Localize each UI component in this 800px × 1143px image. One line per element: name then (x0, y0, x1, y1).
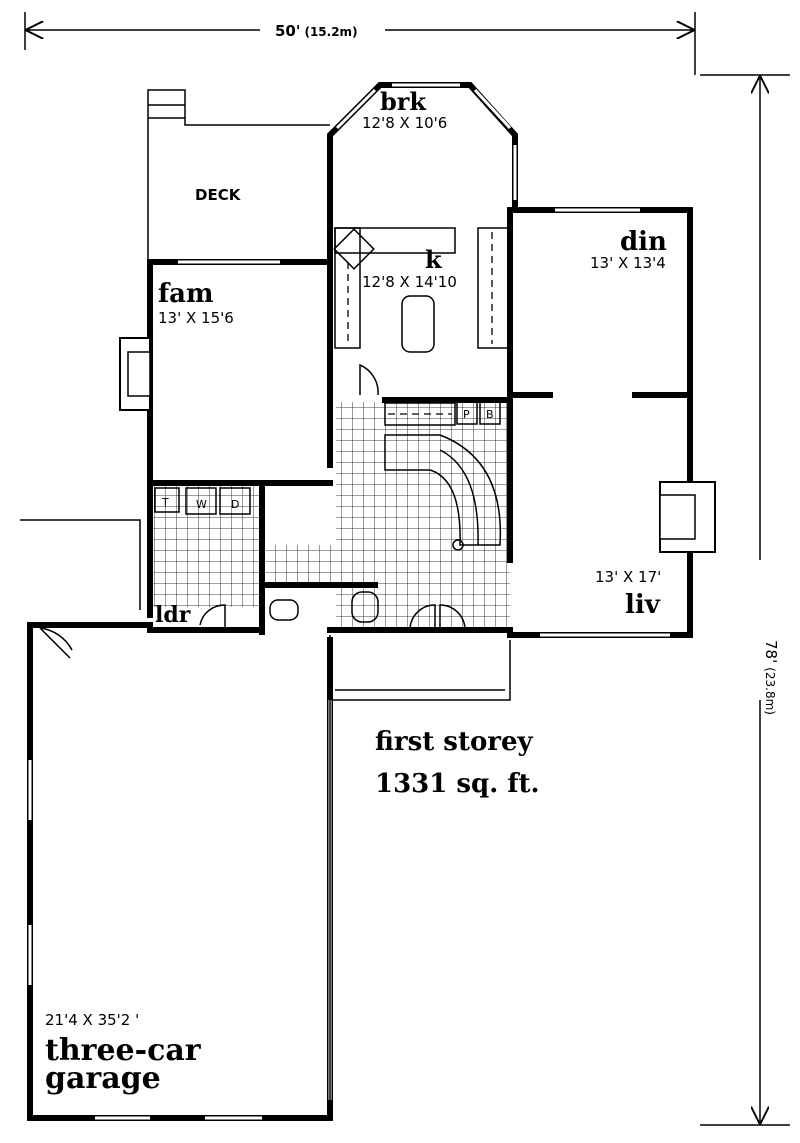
title-first-storey: first storey (375, 727, 534, 757)
title-square-feet: 1331 sq. ft. (375, 769, 540, 799)
house-walls (147, 207, 693, 638)
room-name-garage-line1: three-car (45, 1033, 202, 1068)
front-door (409, 604, 436, 631)
toilet (269, 599, 299, 621)
laundry-tub (154, 487, 180, 513)
door-swing (199, 604, 226, 630)
dryer (219, 487, 251, 515)
room-size-din: 13' X 13'4 (590, 254, 666, 272)
svg-text:78'(23.8m): 78' (23.8m) (762, 640, 780, 715)
room-name-din: din (620, 227, 667, 257)
room-size-liv: 13' X 17' (595, 568, 661, 586)
room-size-fam: 13' X 15'6 (158, 309, 234, 327)
fixture-w: W (196, 498, 207, 511)
width-label: 50' (275, 22, 300, 40)
width-metric: (15.2m) (304, 25, 357, 39)
breakfast-bay-walls (327, 82, 518, 265)
hall-tile-floor (260, 545, 336, 585)
room-name-brk: brk (380, 87, 427, 116)
room-size-garage: 21'4 X 35'2 ' (45, 1011, 139, 1029)
curved-staircase (384, 434, 502, 551)
room-size-kitchen: 12'8 X 14'10 (362, 273, 457, 291)
fixture-t: T (161, 496, 169, 509)
room-name-fam: fam (158, 279, 214, 309)
washer (185, 487, 217, 515)
broom-closet (479, 401, 501, 425)
fixture-d: D (231, 498, 239, 511)
door-swing (359, 363, 379, 396)
fixture-p: P (463, 408, 470, 421)
room-size-brk: 12'8 X 10'6 (362, 114, 447, 132)
sink (351, 591, 379, 623)
depth-label: 78' (762, 640, 780, 663)
deck-label: DECK (195, 186, 242, 204)
depth-metric: (23.8m) (763, 667, 777, 715)
depth-dimension-line (700, 74, 790, 1126)
kitchen-counters (333, 227, 511, 426)
room-name-kitchen: k (425, 245, 443, 274)
room-name-ldr: ldr (155, 602, 191, 628)
width-dimension-line (24, 12, 696, 75)
deck (147, 89, 330, 262)
room-name-liv: liv (625, 590, 661, 620)
pantry (456, 401, 478, 425)
room-name-garage-line2: garage (45, 1061, 161, 1096)
living-fireplace (659, 481, 716, 553)
svg-text:50'(15.2m): 50' (15.2m) (275, 22, 358, 40)
laundry-tile-floor (152, 485, 260, 607)
garage-walls (20, 519, 333, 1121)
fixture-b: B (486, 408, 494, 421)
front-door (439, 604, 466, 631)
kitchen-island (401, 295, 435, 353)
family-fireplace (119, 337, 151, 411)
